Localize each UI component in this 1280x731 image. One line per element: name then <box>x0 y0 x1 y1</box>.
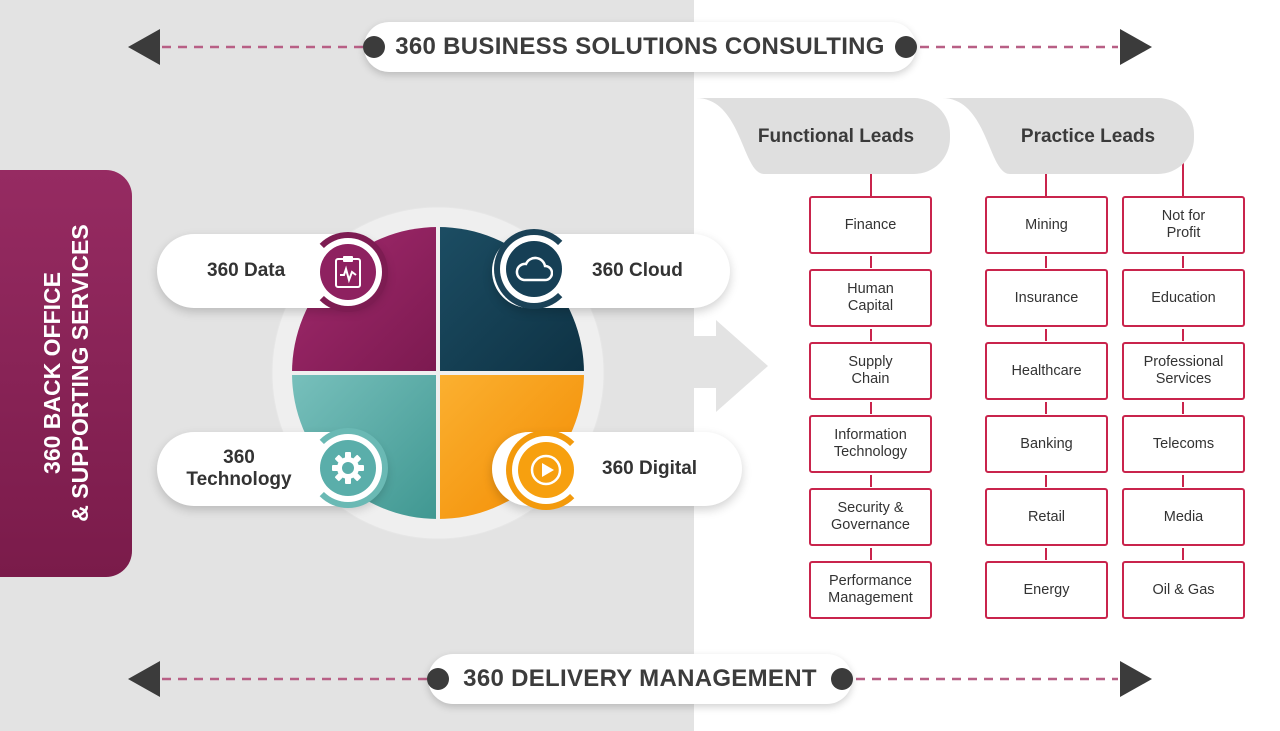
practice-leads-header: Practice Leads <box>1000 120 1176 154</box>
practice-item: Banking <box>985 415 1108 473</box>
practice-item: Oil & Gas <box>1122 561 1245 619</box>
digital-icon-ring <box>506 430 586 510</box>
practice-item: Mining <box>985 196 1108 254</box>
play-icon <box>530 454 562 486</box>
cloud-icon-ring <box>494 229 574 309</box>
bottom-banner-title: 360 DELIVERY MANAGEMENT <box>463 665 817 692</box>
practice-item: Telecoms <box>1122 415 1245 473</box>
leads-header-shapes <box>696 98 1194 174</box>
data-label: 360 Data <box>207 260 286 281</box>
clipboard-chart-icon <box>335 256 361 288</box>
practice-item: Retail <box>985 488 1108 546</box>
top-banner: 360 BUSINESS SOLUTIONS CONSULTING <box>364 22 916 72</box>
technology-label-line2: Technology <box>186 469 292 490</box>
data-icon-ring <box>308 232 388 312</box>
top-right-arrowhead-icon <box>1120 29 1152 65</box>
bottom-left-arrowhead-icon <box>128 661 160 697</box>
gear-icon <box>332 452 364 484</box>
bottom-right-dot <box>831 668 853 690</box>
functional-item: Security &Governance <box>809 488 932 546</box>
practice-item: Education <box>1122 269 1245 327</box>
functional-leads-title: Functional Leads <box>757 126 915 147</box>
technology-icon-ring <box>308 428 388 508</box>
cloud-icon <box>515 256 553 282</box>
technology-label-line1: 360 <box>223 447 255 468</box>
back-office-line2: & SUPPORTING SERVICES <box>67 224 93 522</box>
big-right-arrow-icon <box>694 320 768 412</box>
cloud-label: 360 Cloud <box>592 260 683 281</box>
bottom-left-dot <box>427 668 449 690</box>
practice-item: Healthcare <box>985 342 1108 400</box>
practice-leads-title: Practice Leads <box>1020 126 1156 147</box>
top-left-arrowhead-icon <box>128 29 160 65</box>
practice-item: Insurance <box>985 269 1108 327</box>
back-office-label: 360 BACK OFFICE & SUPPORTING SERVICES <box>38 163 94 583</box>
top-right-dot <box>895 36 917 58</box>
practice-item: Media <box>1122 488 1245 546</box>
top-banner-title: 360 BUSINESS SOLUTIONS CONSULTING <box>395 33 885 60</box>
back-office-tab <box>0 170 132 577</box>
practice-item: Energy <box>985 561 1108 619</box>
digital-label: 360 Digital <box>602 458 698 479</box>
bottom-banner: 360 DELIVERY MANAGEMENT <box>428 654 852 704</box>
functional-item: Finance <box>809 196 932 254</box>
back-office-line1: 360 BACK OFFICE <box>39 272 65 474</box>
functional-leads-header: Functional Leads <box>746 120 926 154</box>
top-left-dot <box>363 36 385 58</box>
bottom-right-arrowhead-icon <box>1120 661 1152 697</box>
